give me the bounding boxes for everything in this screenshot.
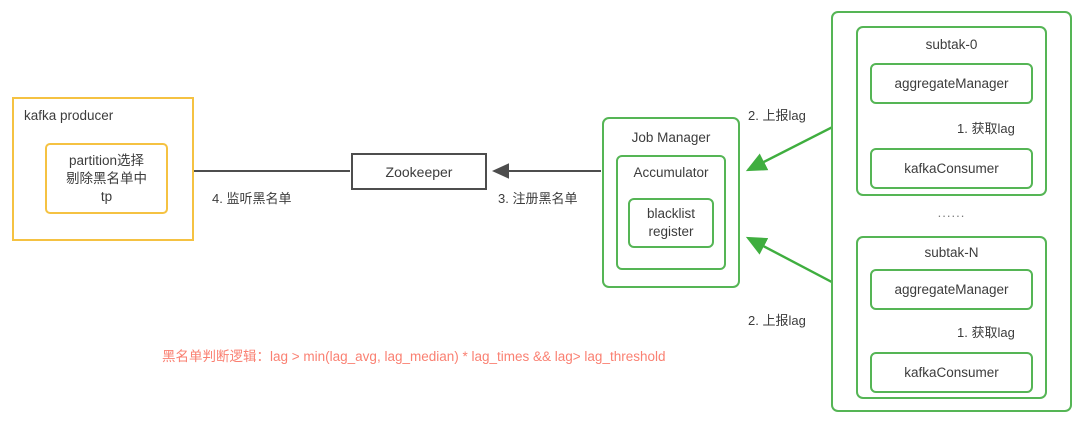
subtask-n-aggregate-manager-label: aggregateManager: [894, 282, 1009, 297]
subtask-0-kafka-consumer: kafkaConsumer: [870, 148, 1033, 189]
partition-line-1: partition选择: [68, 152, 145, 168]
arrow-label-register-blacklist: 3. 注册黑名单: [498, 191, 578, 206]
blacklist-line-1: blacklist: [646, 206, 695, 221]
arrow-label-report-lag-n: 2. 上报lag: [748, 313, 806, 328]
subtask-ellipsis: ......: [937, 205, 966, 220]
subtask-n-kafka-consumer: kafkaConsumer: [870, 352, 1033, 393]
subtask-n-internal-arrow-label: 1. 获取lag: [957, 325, 1015, 340]
blacklist-formula: 黑名单判断逻辑：lag > min(lag_avg, lag_median) *…: [162, 349, 666, 364]
partition-line-3: tp: [100, 188, 113, 204]
kafka-producer-title: kafka producer: [24, 108, 114, 123]
accumulator-label: Accumulator: [633, 165, 709, 180]
partition-line-2: 剔除黑名单中: [66, 170, 147, 186]
subtask-n-title: subtak-N: [924, 245, 979, 260]
subtask-n-kafka-consumer-label: kafkaConsumer: [904, 365, 999, 380]
subtask-0-aggregate-manager-label: aggregateManager: [894, 76, 1009, 91]
job-manager-title: Job Manager: [631, 130, 711, 145]
subtask-0-kafka-consumer-label: kafkaConsumer: [904, 161, 999, 176]
arrow-label-watch-blacklist: 4. 监听黑名单: [212, 191, 292, 206]
blacklist-line-2: register: [648, 224, 694, 239]
partition-selection-box: partition选择 剔除黑名单中 tp: [45, 143, 168, 214]
subtask-0-internal-arrow-label: 1. 获取lag: [957, 121, 1015, 136]
blacklist-register-box: blacklist register: [628, 198, 714, 248]
zookeeper-label: Zookeeper: [385, 163, 453, 180]
subtask-n-aggregate-manager: aggregateManager: [870, 269, 1033, 310]
arrow-label-report-lag-0: 2. 上报lag: [748, 108, 806, 123]
zookeeper-box: Zookeeper: [351, 153, 487, 190]
subtask-0-aggregate-manager: aggregateManager: [870, 63, 1033, 104]
subtask-0-title: subtak-0: [925, 37, 978, 52]
